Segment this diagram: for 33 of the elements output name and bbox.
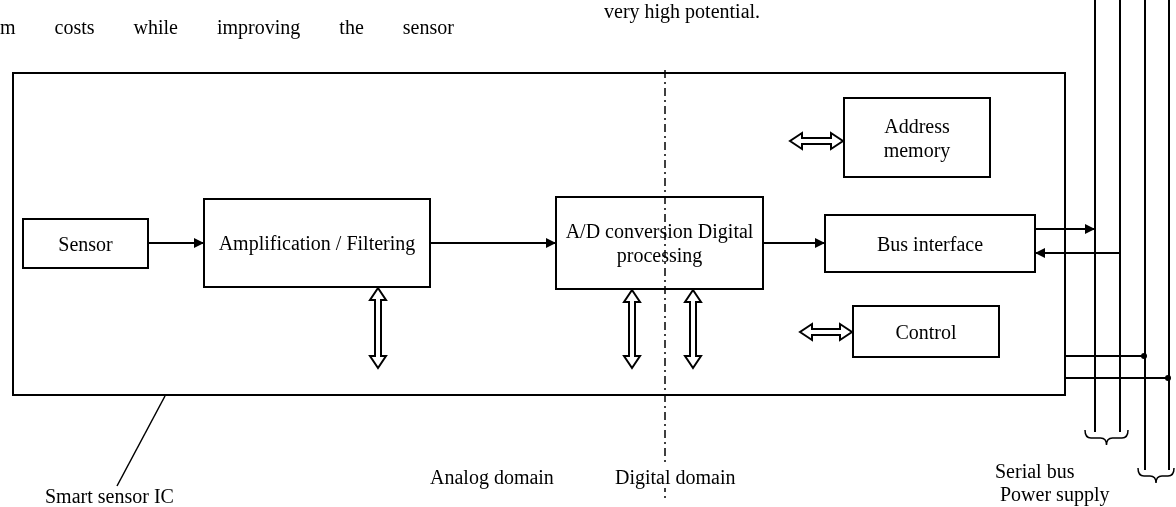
double-arrow (368, 286, 388, 370)
power-line (1065, 375, 1171, 381)
process-box (824, 214, 1036, 273)
arrow (1035, 248, 1120, 258)
process-box (555, 196, 764, 290)
bus-line (1144, 0, 1146, 470)
domain-label: Digital domain (615, 466, 736, 488)
box-label: Control (895, 319, 957, 344)
process-box (22, 218, 149, 269)
text-fragment: m costs while improving the sensor (0, 16, 454, 38)
box-label: Amplification / Filtering (218, 231, 416, 255)
box-label: Address memory (882, 113, 952, 162)
double-arrow (788, 131, 845, 151)
ic-caption: Smart sensor IC (45, 484, 205, 506)
box-label: Sensor (58, 231, 113, 256)
double-arrow (622, 288, 642, 370)
bus-line (1168, 0, 1170, 470)
arrow (430, 238, 556, 248)
leader-line (116, 395, 166, 487)
arrow (1035, 224, 1095, 234)
arrow (763, 238, 825, 248)
double-arrow (683, 288, 703, 370)
double-arrow (798, 322, 854, 342)
process-box (843, 97, 991, 178)
power-line (1065, 353, 1147, 359)
arrow (148, 238, 204, 248)
bus-line (1094, 0, 1096, 432)
bus-line (1119, 0, 1121, 432)
process-box (852, 305, 1000, 358)
ic-outline-box (12, 72, 1066, 396)
process-box (203, 198, 431, 288)
box-label: Bus interface (876, 231, 984, 256)
box-label: A/D conversion Digital processing (564, 219, 755, 267)
